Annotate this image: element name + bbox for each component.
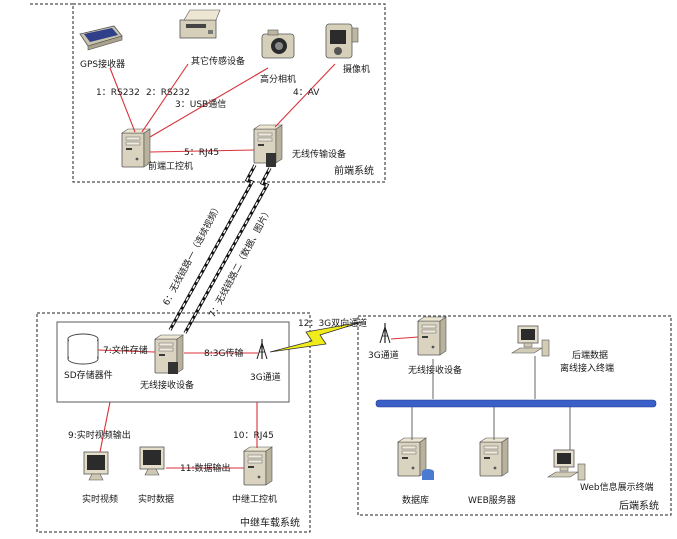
gps-receiver-icon bbox=[79, 25, 123, 51]
web-info-terminal-icon bbox=[547, 449, 586, 481]
video-camera-icon bbox=[325, 23, 359, 59]
database-server-icon bbox=[397, 437, 427, 477]
other-sensor-label: 其它传感设备 bbox=[191, 55, 245, 67]
link-1-line bbox=[109, 67, 136, 133]
link-4-line bbox=[274, 63, 336, 128]
realtime-data-monitor-icon bbox=[139, 446, 165, 476]
back-antenna-icon bbox=[379, 322, 391, 344]
sd-storage-icon bbox=[67, 333, 99, 365]
gps-receiver-label: GPS接收器 bbox=[80, 58, 125, 70]
relay-antenna-icon bbox=[256, 338, 268, 360]
back-system-label: 后端系统 bbox=[619, 499, 659, 512]
network-bus bbox=[375, 399, 657, 408]
relay-wireless-rx-label: 无线接收设备 bbox=[140, 379, 194, 391]
link-7b-line bbox=[97, 349, 156, 353]
hd-camera-icon bbox=[261, 29, 295, 59]
database-label: 数据库 bbox=[402, 494, 429, 506]
front-ipc-label: 前端工控机 bbox=[148, 160, 193, 172]
relay-inner-box bbox=[56, 321, 290, 403]
wireless-link-2-path bbox=[183, 167, 272, 334]
realtime-video-monitor-icon bbox=[83, 451, 109, 481]
wireless-tx-radio-icon bbox=[266, 153, 276, 167]
web-info-terminal-label: Web信息展示终端 bbox=[580, 481, 654, 493]
web-server-icon bbox=[479, 437, 509, 477]
link-5-label: 5：RJ45 bbox=[184, 148, 219, 158]
back-3g-link-line bbox=[390, 336, 419, 340]
link-8-label: 8:3G传输 bbox=[204, 347, 243, 359]
other-sensor-icon bbox=[179, 9, 221, 39]
hd-camera-label: 高分相机 bbox=[260, 73, 296, 85]
relay-wireless-rx-radio-icon bbox=[168, 362, 178, 374]
link-2-label: 2：RS232 bbox=[146, 88, 190, 98]
realtime-data-label: 实时数据 bbox=[138, 493, 174, 505]
link-2-line bbox=[141, 63, 189, 133]
back-wireless-rx-icon bbox=[417, 316, 447, 356]
link-10-label: 10：RJ45 bbox=[233, 431, 274, 441]
link-7b-label: 7:文件存储 bbox=[103, 344, 148, 356]
video-camera-label: 摄像机 bbox=[343, 63, 370, 75]
link-1-label: 1：RS232 bbox=[96, 88, 140, 98]
web-server-label: WEB服务器 bbox=[468, 494, 516, 506]
link-9-line bbox=[99, 401, 111, 453]
link-4-label: 4：AV bbox=[293, 88, 320, 98]
back-3g-label: 3G通道 bbox=[368, 349, 399, 361]
front-ipc-icon bbox=[121, 128, 151, 168]
link-9-label: 9:实时视频输出 bbox=[68, 429, 131, 441]
link-3-label: 3：USB通信 bbox=[175, 98, 226, 110]
relay-ipc-label: 中继工控机 bbox=[232, 493, 277, 505]
sd-storage-label: SD存储器件 bbox=[64, 369, 113, 381]
relay-system-label: 中继车载系统 bbox=[240, 516, 300, 529]
wireless-link-1-path bbox=[168, 164, 257, 331]
link-12-label: 12：3G双向通道 bbox=[298, 317, 367, 329]
link-3-line bbox=[149, 67, 269, 138]
wireless-tx-label: 无线传输设备 bbox=[292, 148, 346, 160]
relay-3g-label: 3G通道 bbox=[250, 371, 281, 383]
backend-access-label-1: 后端数据 bbox=[572, 349, 608, 361]
realtime-video-label: 实时视频 bbox=[82, 493, 118, 505]
g3-bidirectional-link bbox=[269, 321, 363, 353]
link-5-line bbox=[149, 149, 255, 153]
wireless-link-2-label: 7：无线链路二（数据、图片） bbox=[206, 205, 274, 319]
relay-ipc-icon bbox=[243, 446, 273, 486]
front-system-label: 前端系统 bbox=[334, 164, 374, 177]
front-system-box bbox=[72, 3, 386, 183]
back-wireless-rx-label: 无线接收设备 bbox=[408, 364, 462, 376]
relay-system-box bbox=[36, 312, 311, 533]
backend-access-terminal-icon bbox=[511, 325, 550, 357]
back-system-box bbox=[357, 315, 672, 516]
backend-access-label-2: 离线接入终端 bbox=[560, 362, 614, 374]
link-11-label: 11:数据输出 bbox=[180, 462, 231, 474]
